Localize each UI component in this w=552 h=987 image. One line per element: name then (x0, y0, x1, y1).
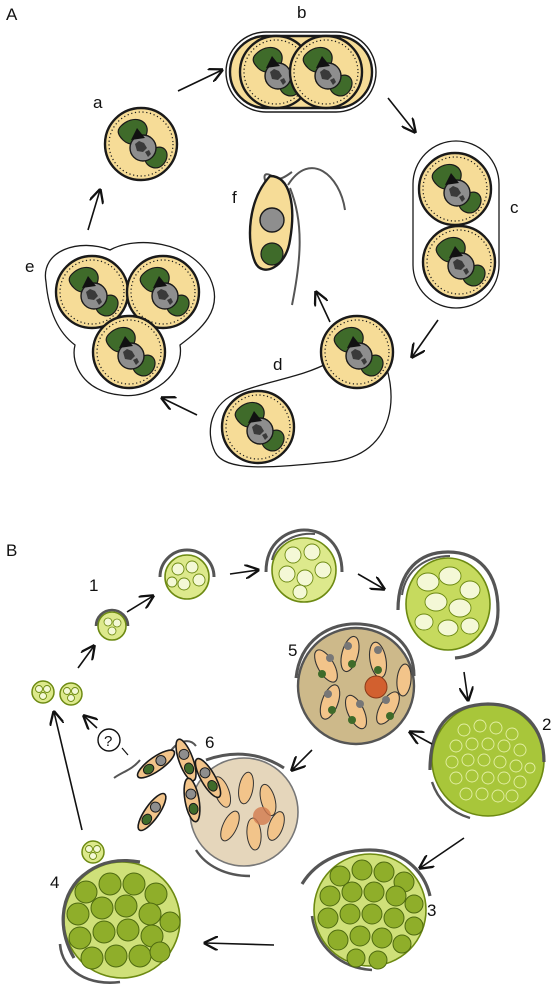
arrow-icon (127, 596, 153, 612)
stage-1-colony (96, 610, 128, 640)
stage-6-label: 6 (205, 733, 214, 752)
flagellum-icon (288, 168, 345, 210)
stage-6-releasing-sporangium (114, 737, 298, 876)
arrow-icon (292, 750, 312, 770)
growing-colony-3 (398, 552, 498, 658)
stage-1-label: 1 (89, 576, 98, 595)
arrow-icon (84, 716, 97, 728)
stage-b-cell (226, 32, 376, 112)
stage-c-cell (413, 141, 499, 308)
stage-2-label: 2 (542, 715, 551, 734)
panel-b-letter: B (6, 541, 17, 560)
question-circle-icon: ? (98, 729, 120, 751)
stage-5-sporangium (296, 624, 414, 744)
stage-4-label: 4 (50, 873, 59, 892)
growing-colony-2 (266, 530, 342, 602)
arrow-icon (412, 320, 438, 357)
panel-a-letter: A (6, 5, 18, 24)
stage-e-label: e (25, 257, 34, 276)
panel-b: B 1 (6, 530, 551, 983)
arrow-icon (464, 672, 468, 700)
stage-c-label: c (510, 198, 519, 217)
question-connector (122, 748, 128, 755)
growing-colony-1 (160, 550, 214, 599)
arrow-icon (316, 292, 330, 322)
arrow-icon (358, 574, 384, 589)
stage-d-cell (210, 316, 393, 467)
stage-b-label: b (297, 3, 306, 22)
stage-e-cell (45, 243, 214, 396)
stage-5-label: 5 (288, 641, 297, 660)
stage-f-zoospore (250, 168, 345, 305)
arrow-icon (205, 943, 274, 945)
arrow-icon (162, 398, 197, 415)
arrow-icon (54, 712, 82, 830)
arrow-icon (78, 646, 94, 668)
panel-a: A a b c d (6, 3, 519, 467)
stage-4-sporangium (60, 841, 180, 983)
arrow-icon (420, 838, 464, 868)
stage-f-label: f (232, 188, 237, 207)
arrow-icon (88, 190, 100, 230)
arrow-icon (388, 98, 415, 132)
stage-a-cell (105, 108, 177, 180)
question-mark-text: ? (104, 733, 112, 750)
arrow-icon (178, 70, 222, 91)
stage-3-label: 3 (427, 901, 436, 920)
stage-a-label: a (93, 93, 103, 112)
free-colonies (32, 681, 82, 705)
stage-d-label: d (273, 355, 282, 374)
arrow-icon (410, 732, 432, 744)
stage-2-sporangium (430, 704, 544, 818)
stage-3-sporangium (302, 850, 430, 970)
arrow-icon (230, 570, 258, 574)
